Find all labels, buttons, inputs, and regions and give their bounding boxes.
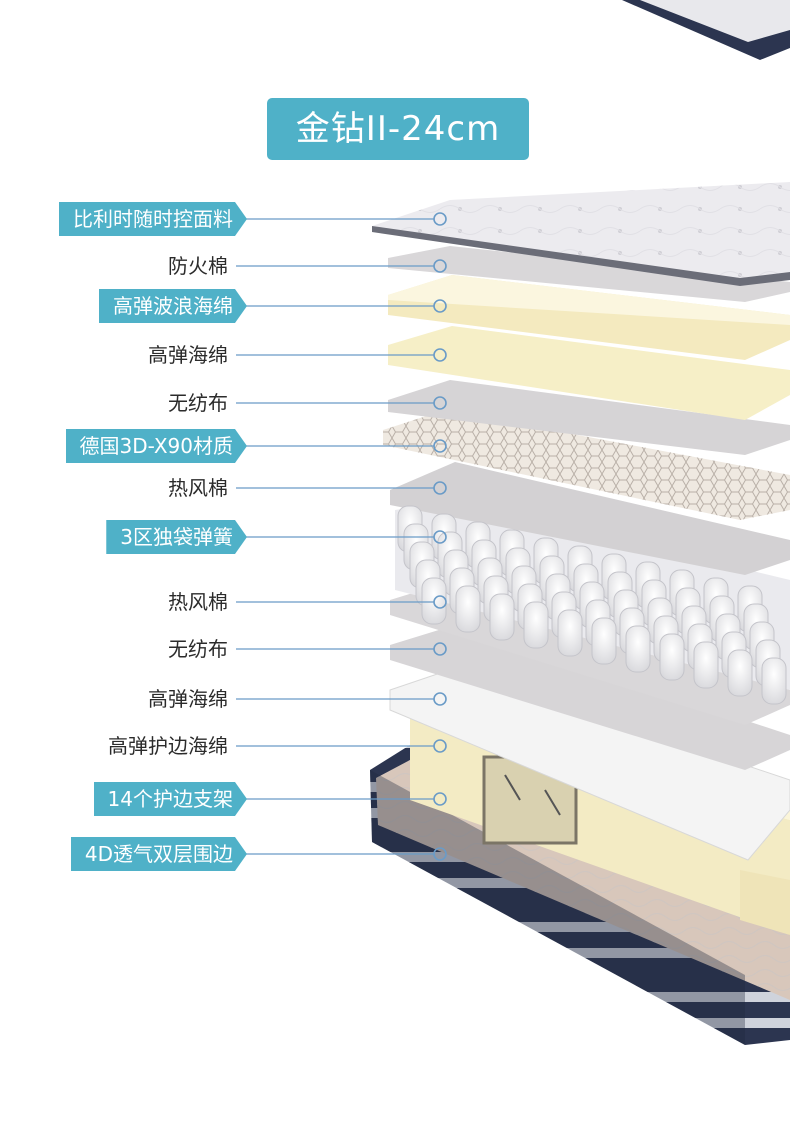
layer-label-tag: 比利时随时控面料: [59, 202, 247, 236]
layer-marker-dot: [433, 348, 447, 362]
spring-coil: [659, 633, 685, 681]
layer-label: 高弹海绵: [148, 687, 228, 711]
layer-label-tag: 4D透气双层围边: [71, 837, 247, 871]
layer-marker-dot: [433, 259, 447, 273]
layer-label: 无纺布: [168, 637, 228, 661]
spring-coil: [489, 593, 515, 641]
spring-coils: [397, 505, 787, 705]
layer-label: 防火棉: [168, 254, 228, 278]
layer-marker-dot: [433, 299, 447, 313]
top-mattress-fragment: [622, 0, 790, 60]
layer-marker-dot: [433, 792, 447, 806]
layer-marker-dot: [433, 595, 447, 609]
layer-marker-dot: [433, 692, 447, 706]
layer-marker-dot: [433, 642, 447, 656]
layer-marker-dot: [433, 439, 447, 453]
leader-lines: [236, 212, 447, 861]
spring-coil: [591, 617, 617, 665]
layer-marker-dot: [433, 396, 447, 410]
layer-label-tag: 14个护边支架: [94, 782, 247, 816]
layer-label: 无纺布: [168, 391, 228, 415]
layer-label: 热风棉: [168, 476, 228, 500]
spring-coil: [523, 601, 549, 649]
spring-coil: [625, 625, 651, 673]
layer-label: 热风棉: [168, 590, 228, 614]
spring-coil: [761, 657, 787, 705]
layer-label-tag: 德国3D-X90材质: [66, 429, 248, 463]
layer-marker-dot: [433, 847, 447, 861]
layer-label: 高弹海绵: [148, 343, 228, 367]
spring-coil: [557, 609, 583, 657]
layer-label-tag: 高弹波浪海绵: [99, 289, 247, 323]
spring-coil: [455, 585, 481, 633]
layer-marker-dot: [433, 739, 447, 753]
layer-label: 高弹护边海绵: [108, 734, 228, 758]
spring-coil: [727, 649, 753, 697]
spring-coil: [693, 641, 719, 689]
product-title-badge: 金钻II-24cm: [267, 98, 529, 160]
layer-label-tag: 3区独袋弹簧: [106, 520, 247, 554]
layer-marker-dot: [433, 481, 447, 495]
layer-marker-dot: [433, 530, 447, 544]
layer-marker-dot: [433, 212, 447, 226]
